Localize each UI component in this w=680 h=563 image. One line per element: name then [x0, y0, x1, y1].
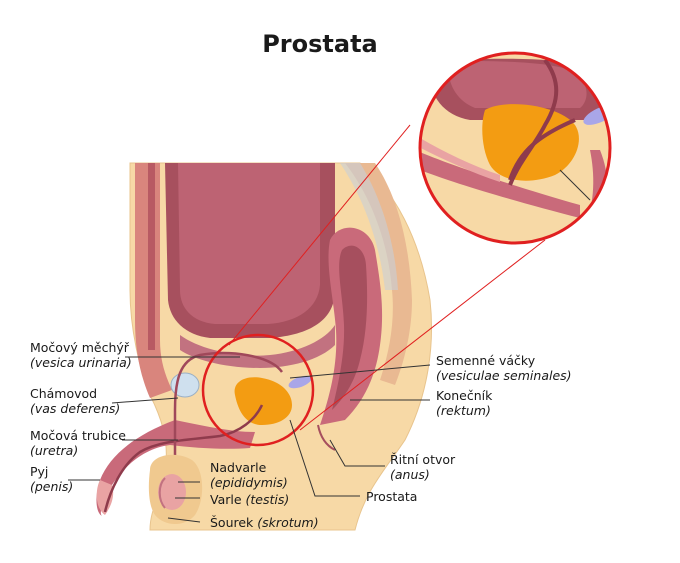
label-seminal: Semenné váčky (vesiculae seminales) [436, 353, 572, 383]
spine-layer [330, 163, 412, 385]
callout-circle-small [201, 333, 315, 447]
label-vas: Chámovod (vas deferens) [30, 386, 120, 416]
label-scrotum: Šourek (skrotum) [210, 515, 319, 530]
label-vas-latin: (vas deferens) [30, 401, 121, 416]
label-rectum-name: Konečník [436, 388, 493, 403]
label-bladder-name: Močový měchýř [30, 340, 129, 355]
callout-circle-zoom [418, 51, 612, 245]
label-vas-name: Chámovod [30, 386, 98, 401]
label-bladder: Močový měchýř (vesica urinaria) [30, 340, 132, 370]
label-penis-latin: (penis) [30, 479, 74, 494]
label-rectum: Konečník (rektum) [436, 388, 492, 418]
label-epididymis-name: Nadvarle [210, 460, 267, 475]
label-seminal-latin: (vesiculae seminales) [436, 368, 572, 383]
seminal-vesicle [288, 375, 312, 389]
label-epididymis: Nadvarle (epididymis) [210, 460, 288, 490]
testis-shape [158, 474, 186, 510]
callout-connector-bottom [299, 239, 546, 431]
label-epididymis-latin: (epididymis) [210, 475, 288, 490]
zoom-detail [420, 53, 610, 243]
label-scrotum-name: Šourek [210, 515, 254, 530]
label-bladder-latin: (vesica urinaria) [30, 355, 132, 370]
diagram-title: Prostata [262, 30, 378, 58]
urethra-tube [103, 404, 264, 513]
label-urethra-name: Močová trubice [30, 428, 126, 443]
prostate-gland [234, 377, 292, 425]
label-scrotum-latin: (skrotum) [257, 515, 319, 530]
label-testis-latin: (testis) [245, 492, 290, 507]
label-anus: Řitní otvor (anus) [390, 452, 455, 482]
label-urethra-latin: (uretra) [30, 443, 79, 458]
label-seminal-name: Semenné váčky [436, 353, 536, 368]
vas-deferens [173, 351, 284, 470]
label-penis-name: Pyj [30, 464, 49, 479]
label-urethra: Močová trubice (uretra) [30, 428, 126, 458]
label-testis-name: Varle [210, 492, 242, 507]
label-anus-latin: (anus) [390, 467, 430, 482]
leader-lines [68, 356, 431, 523]
label-penis: Pyj (penis) [30, 464, 73, 494]
label-prostate-name: Prostata [366, 489, 418, 504]
callout-connector-top [228, 124, 411, 346]
label-rectum-latin: (rektum) [436, 403, 491, 418]
penis-shape [96, 420, 256, 516]
anus-area [317, 424, 336, 451]
label-anus-name: Řitní otvor [390, 452, 456, 467]
label-prostate: Prostata [366, 489, 417, 504]
label-testis: Varle (testis) [210, 492, 289, 507]
